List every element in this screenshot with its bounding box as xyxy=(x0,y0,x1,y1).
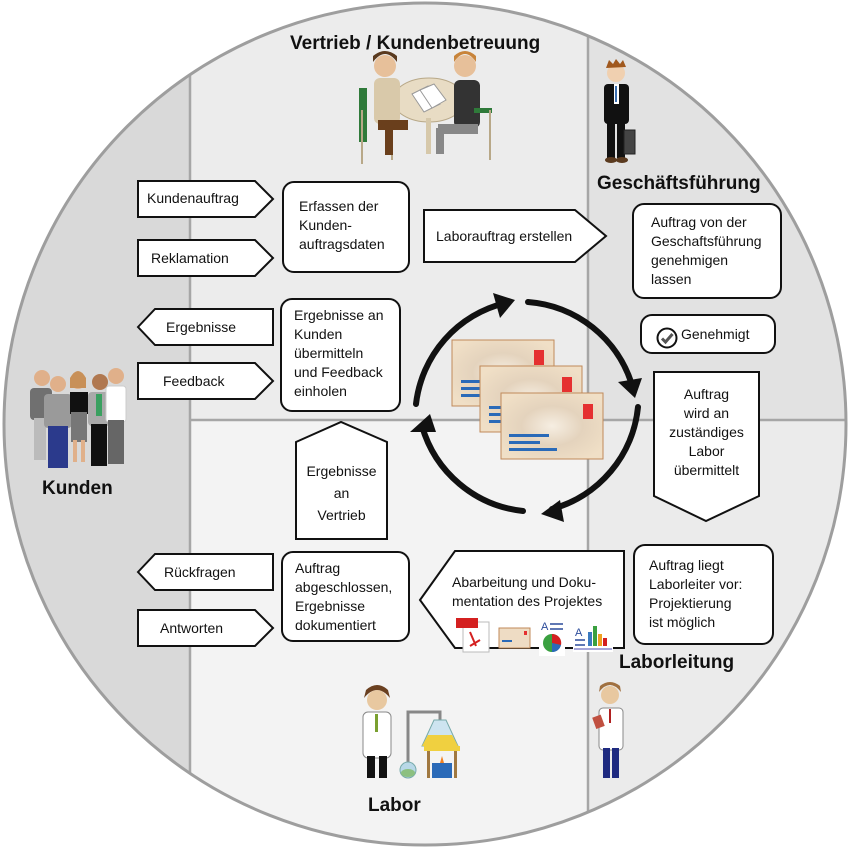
label-antworten: Antworten xyxy=(160,620,224,636)
arrow-an-vertrieb xyxy=(295,420,388,540)
step-an-vertrieb-line: Vertrieb xyxy=(317,507,366,523)
cycle-arc-bottom xyxy=(419,423,526,514)
report-bar-icon: A xyxy=(573,622,613,652)
region-title-kunden: Kunden xyxy=(42,478,113,499)
step-abarbeitung: Abarbeitung und Doku- mentation des Proj… xyxy=(452,573,602,611)
region-title-geschaeftsfuehrung: Geschäftsführung xyxy=(597,173,761,194)
customers-illustration xyxy=(30,368,127,468)
step-laborleiter-line: Auftrag liegt xyxy=(649,557,724,573)
step-genehmigen-line: Geschaftsführung xyxy=(651,233,762,249)
check-circle-icon xyxy=(656,327,678,349)
step-laborleiter-line: ist möglich xyxy=(649,614,716,630)
label-ergebnisse: Ergebnisse xyxy=(166,319,237,335)
step-an-vertrieb: Ergebnisse an Vertrieb xyxy=(296,460,387,526)
step-genehmigen-line: Auftrag von der xyxy=(651,214,747,230)
step-uebermittelt-line: Auftrag xyxy=(683,386,730,402)
arrow-laborauftrag xyxy=(423,209,608,263)
step-abgeschlossen-line: Auftrag xyxy=(295,560,341,576)
region-title-vertrieb: Vertrieb / Kundenbetreuung xyxy=(290,33,541,54)
status-genehmigt-label: Genehmigt xyxy=(681,325,750,342)
envelope-stack xyxy=(451,339,604,460)
manager-illustration xyxy=(604,59,636,163)
envelope-icon xyxy=(500,392,604,460)
step-laborleiter: Auftrag liegt Laborleiter vor: Projektie… xyxy=(633,544,774,645)
arrow-reklamation xyxy=(137,239,275,277)
step-abarbeitung-line: Abarbeitung und Doku- xyxy=(452,574,596,590)
status-genehmigt: Genehmigt xyxy=(640,314,776,354)
step-abgeschlossen-line: abgeschlossen, xyxy=(295,579,393,595)
region-title-labor: Labor xyxy=(368,795,421,816)
pdf-icon xyxy=(456,618,490,653)
cycle-arrowhead-left xyxy=(410,414,436,432)
cycle-arrowhead-right xyxy=(618,378,642,398)
region-title-laborleitung: Laborleitung xyxy=(619,652,735,673)
step-genehmigen-line: genehmigen xyxy=(651,252,729,268)
step-genehmigen-line: lassen xyxy=(651,271,692,287)
step-an-vertrieb-line: an xyxy=(333,485,350,501)
step-abgeschlossen: Auftrag abgeschlossen, Ergebnisse dokume… xyxy=(281,551,410,642)
step-laborleiter-line: Laborleiter vor: xyxy=(649,576,743,592)
step-an-kunden-line: Kunden xyxy=(294,326,343,342)
step-an-kunden-line: übermitteln xyxy=(294,345,364,361)
label-rueckfragen: Rückfragen xyxy=(164,564,236,580)
arrow-ergebnisse xyxy=(136,308,274,346)
cycle-arrowhead-bottom xyxy=(541,500,564,522)
step-an-vertrieb-line: Ergebnisse xyxy=(306,463,377,479)
step-uebermittelt-line: wird an xyxy=(683,405,730,421)
step-an-kunden-line: einholen xyxy=(294,383,347,399)
step-genehmigen: Auftrag von der Geschaftsführung genehmi… xyxy=(632,203,782,299)
svg-text:A: A xyxy=(575,627,583,639)
label-kundenauftrag: Kundenauftrag xyxy=(147,190,239,206)
step-uebermittelt-line: zuständiges xyxy=(669,424,744,440)
step-erfassen-line: Kunden- xyxy=(299,217,352,233)
step-an-kunden: Ergebnisse an Kunden übermitteln und Fee… xyxy=(280,298,401,412)
lab-manager-illustration xyxy=(592,682,624,778)
cycle-arc-right xyxy=(549,404,641,512)
step-erfassen: Erfassen der Kunden- auftragsdaten xyxy=(282,181,410,273)
svg-text:A: A xyxy=(541,621,549,633)
cycle-arrowhead-top xyxy=(493,293,515,318)
email-icon xyxy=(498,627,531,649)
document-icons: A A xyxy=(456,618,613,656)
report-pie-icon: A xyxy=(539,618,565,656)
lab-illustration xyxy=(362,685,460,779)
label-laborauftrag: Laborauftrag erstellen xyxy=(436,228,573,244)
arrow-uebermittelt xyxy=(653,371,760,523)
step-an-kunden-line: und Feedback xyxy=(294,364,383,380)
step-erfassen-line: Erfassen der xyxy=(299,198,379,214)
step-uebermittelt-line: Labor xyxy=(688,443,725,459)
arrow-antworten xyxy=(137,609,275,647)
arrow-kundenauftrag xyxy=(137,180,275,218)
meeting-illustration xyxy=(359,51,492,164)
step-uebermittelt: Auftrag wird an zuständiges Labor übermi… xyxy=(654,385,759,480)
label-reklamation: Reklamation xyxy=(151,250,229,266)
step-abgeschlossen-line: dokumentiert xyxy=(295,617,376,633)
step-abarbeitung-line: mentation des Projektes xyxy=(452,593,603,609)
step-erfassen-line: auftragsdaten xyxy=(299,236,385,252)
arrow-feedback xyxy=(137,362,275,400)
cycle-arc-top xyxy=(525,299,635,388)
step-laborleiter-line: Projektierung xyxy=(649,595,732,611)
step-abgeschlossen-line: Ergebnisse xyxy=(295,598,366,614)
step-an-kunden-line: Ergebnisse an xyxy=(294,307,384,323)
step-uebermittelt-line: übermittelt xyxy=(673,462,740,478)
cycle-arc-left xyxy=(413,300,508,407)
label-feedback: Feedback xyxy=(163,373,225,389)
arrow-rueckfragen xyxy=(136,553,274,591)
